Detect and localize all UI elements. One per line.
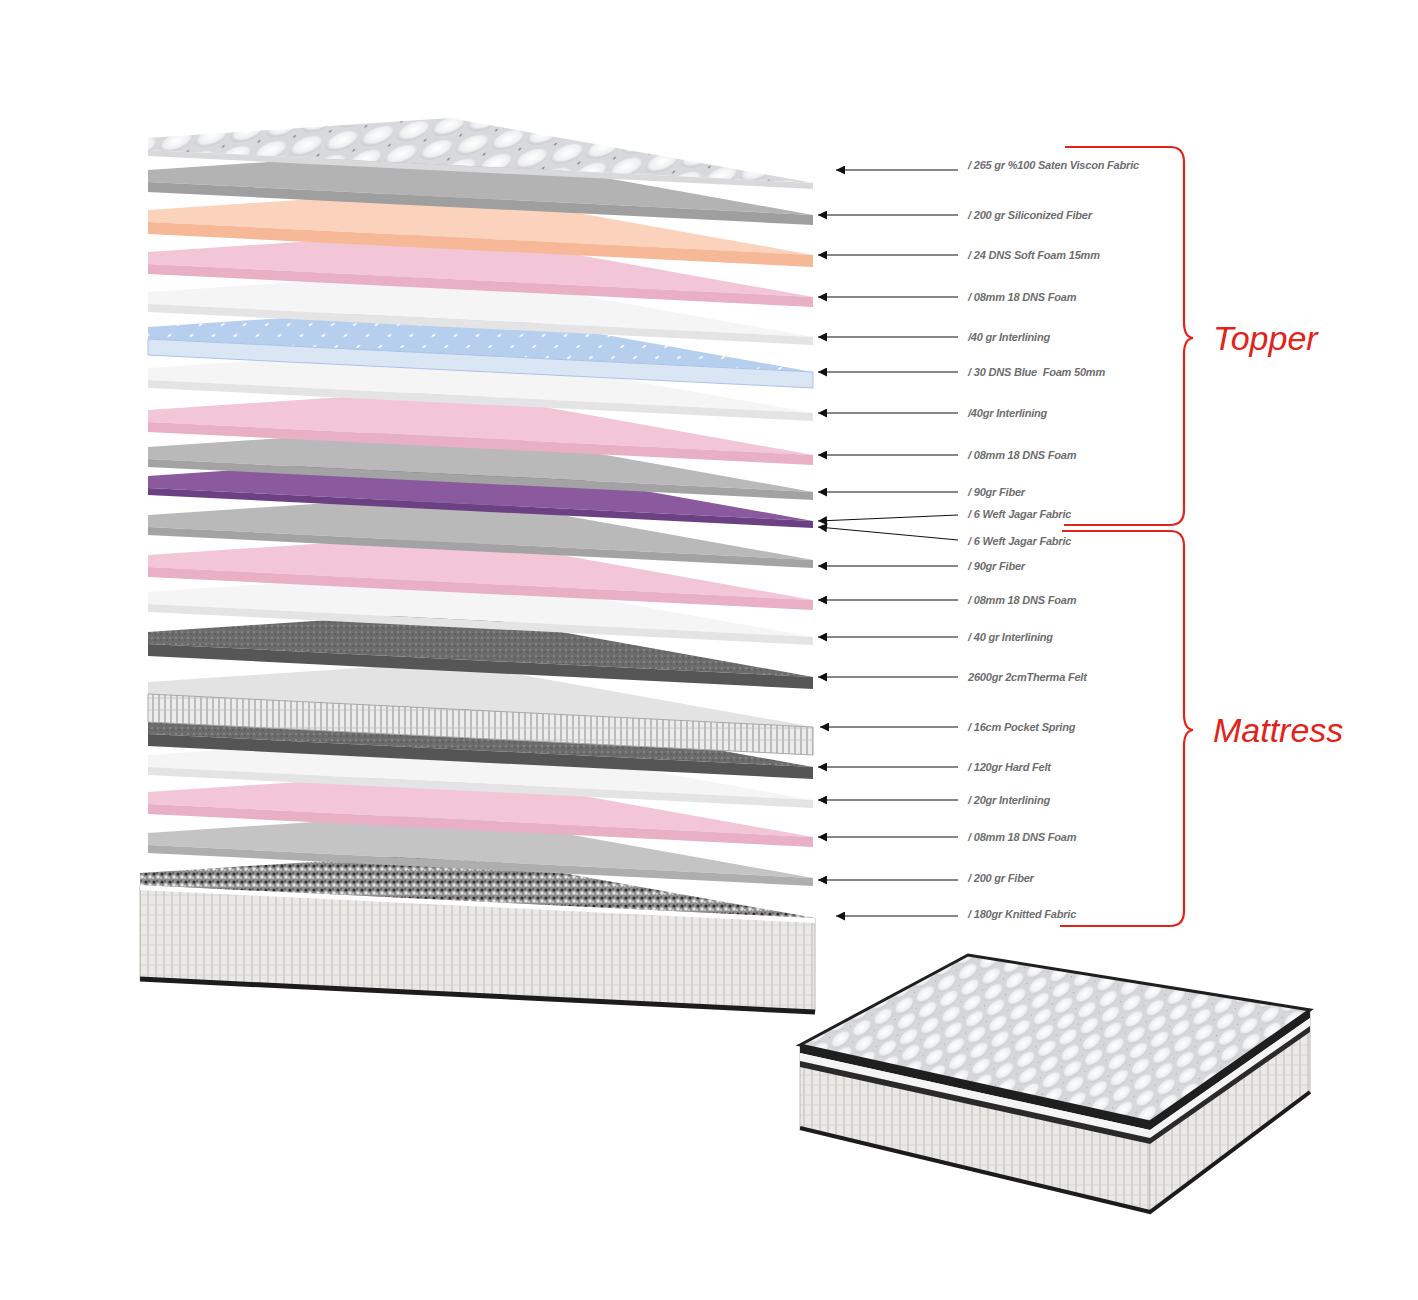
- layer-label: / 180gr Knitted Fabric: [968, 908, 1076, 921]
- leader-line: [818, 799, 958, 800]
- layer-label: / 20gr Interlining: [968, 794, 1050, 807]
- leader-line: [820, 726, 958, 727]
- leader-line: [818, 836, 958, 837]
- layer-edge: [148, 604, 813, 645]
- layer-label: / 08mm 18 DNS Foam: [968, 594, 1076, 607]
- layer-edge: [148, 264, 813, 307]
- leader-line: [818, 371, 958, 372]
- base-edge: [140, 979, 815, 1012]
- layer-label: / 200 gr Fiber: [968, 872, 1034, 885]
- layer-edge: [148, 804, 813, 847]
- leader-line: [818, 254, 958, 255]
- layer-label: / 16cm Pocket Spring: [968, 721, 1075, 734]
- layer-label: / 08mm 18 DNS Foam: [968, 831, 1076, 844]
- leader-line: [818, 879, 958, 880]
- leader-line: [818, 527, 958, 540]
- layer-edge: [148, 422, 813, 465]
- group-label: Mattress: [1213, 710, 1343, 750]
- mattress-top: [800, 955, 1310, 1122]
- layer-label: / 90gr Fiber: [968, 560, 1025, 573]
- layer-label: / 6 Weft Jagar Fabric: [968, 535, 1071, 548]
- brackets: [1060, 147, 1193, 926]
- layer-label: / 08mm 18 DNS Foam: [968, 291, 1076, 304]
- mattress-brace: [1060, 531, 1193, 926]
- leader-line: [836, 915, 958, 916]
- leader-line: [818, 491, 958, 492]
- leader-line: [818, 636, 958, 637]
- layer-label: /40 gr Interlining: [968, 331, 1050, 344]
- leader-line: [818, 454, 958, 455]
- leader-line: [818, 766, 958, 767]
- layer-label: / 30 DNS Blue Foam 50mm: [968, 366, 1105, 379]
- topper-brace: [1064, 147, 1193, 525]
- layer-label: / 24 DNS Soft Foam 15mm: [968, 249, 1100, 262]
- layer-edge: [148, 567, 813, 610]
- layer-label: / 120gr Hard Felt: [968, 761, 1051, 774]
- leader-line: [818, 296, 958, 297]
- layer-label: / 08mm 18 DNS Foam: [968, 449, 1076, 462]
- spring-edge: [148, 694, 813, 755]
- layer-edge: [148, 380, 813, 421]
- layer-edge: [148, 222, 813, 267]
- layer-label: / 40 gr Interlining: [968, 631, 1053, 644]
- layer-label: / 6 Weft Jagar Fabric: [968, 508, 1071, 521]
- layer-edge: [148, 527, 813, 568]
- layer-edge: [148, 339, 813, 388]
- leader-line: [836, 169, 958, 170]
- layer-edge: [148, 304, 813, 345]
- leader-line: [818, 515, 958, 521]
- group-label: Topper: [1213, 318, 1318, 358]
- layer-label: / 90gr Fiber: [968, 486, 1025, 499]
- layer-label: /40gr Interlining: [968, 407, 1047, 420]
- layer-label: / 200 gr Siliconized Fiber: [968, 209, 1092, 222]
- layer-label: / 265 gr %100 Saten Viscon Fabric: [968, 159, 1139, 172]
- layer-edge: [148, 150, 813, 189]
- leader-line: [818, 336, 958, 337]
- layer-edge: [148, 182, 813, 225]
- leader-line: [818, 214, 958, 215]
- layer-edge: [148, 459, 813, 500]
- layer-label: 2600gr 2cmTherma Felt: [968, 671, 1087, 684]
- quilted-fabric: [148, 118, 813, 183]
- leader-line: [818, 565, 958, 566]
- layer-stack: [148, 118, 813, 886]
- layer-edge: [148, 845, 813, 886]
- assembled-mattress: [800, 955, 1310, 1212]
- layer-edge: [148, 644, 813, 689]
- leader-lines: [818, 170, 958, 916]
- leader-line: [818, 676, 958, 677]
- leader-line: [818, 412, 958, 413]
- leader-line: [818, 599, 958, 600]
- mattress-bottom-edge: [800, 1092, 1310, 1212]
